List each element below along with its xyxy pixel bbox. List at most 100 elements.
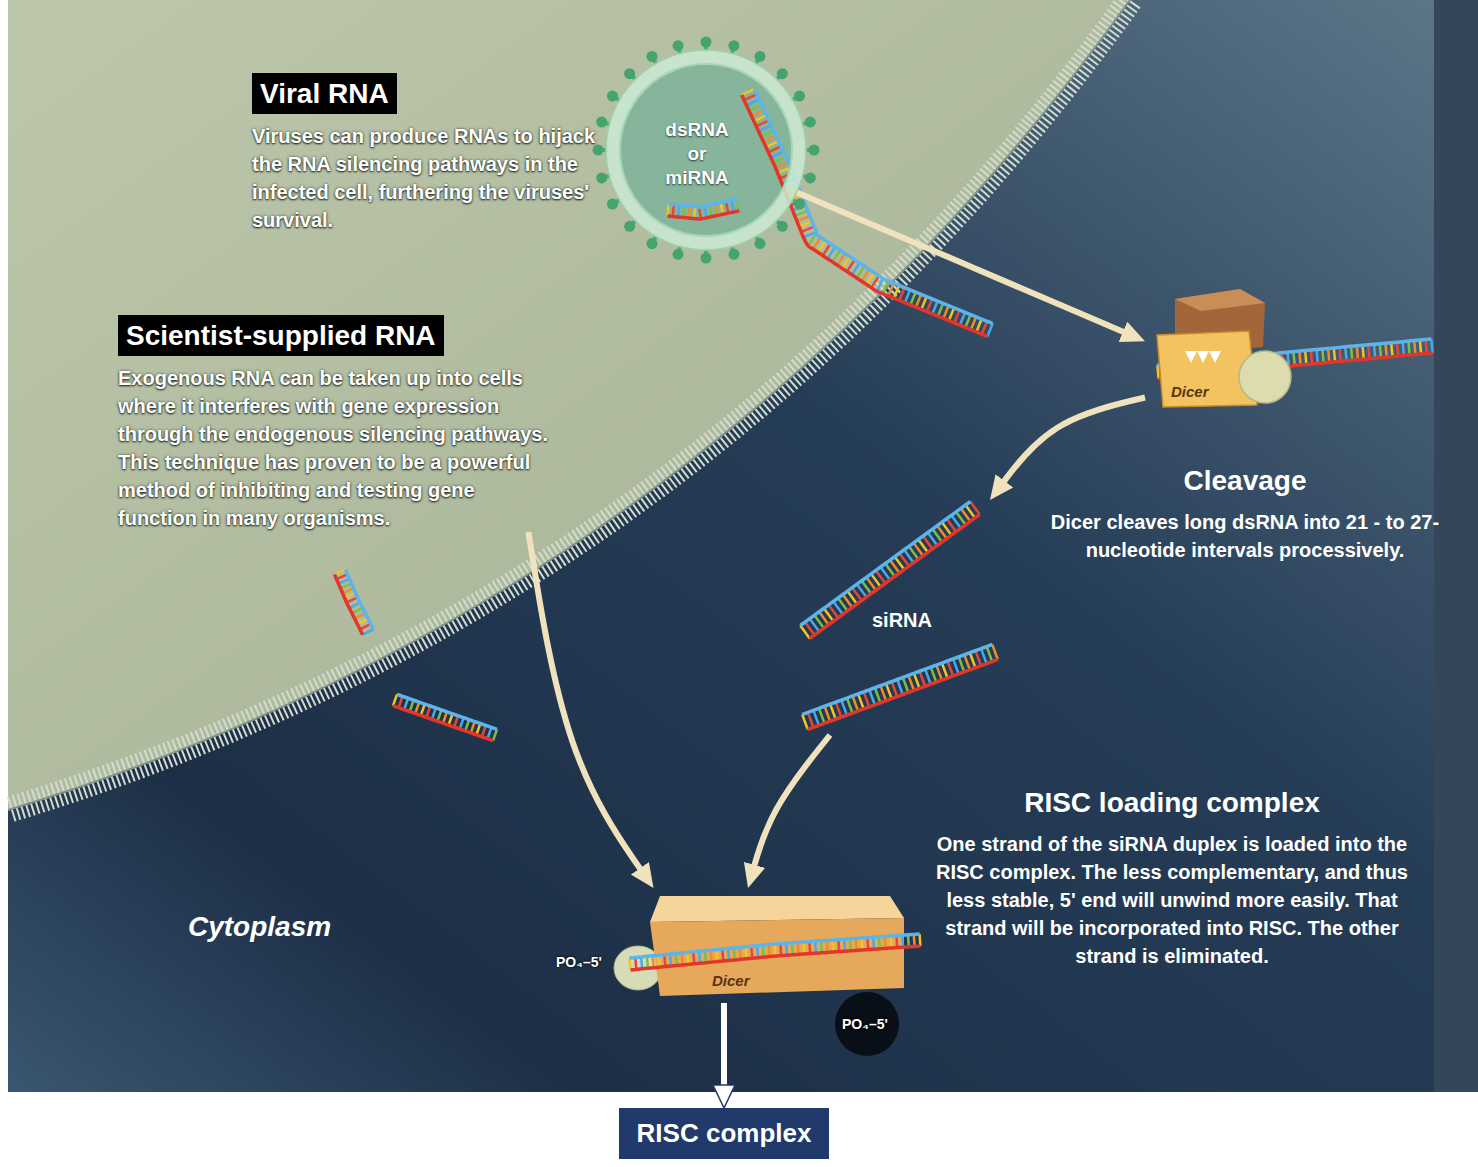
base-pair <box>954 310 959 323</box>
base-pair <box>888 283 893 296</box>
base-pair <box>393 694 397 705</box>
virus-spike <box>673 249 684 260</box>
base-pair <box>808 234 816 246</box>
virus-spike <box>755 51 766 62</box>
base-pair <box>801 227 814 232</box>
base-pair <box>948 661 954 676</box>
base-pair <box>340 584 351 589</box>
base-pair <box>914 673 920 688</box>
base-pair <box>761 131 774 137</box>
base-pair <box>964 655 970 670</box>
virus-spike <box>794 91 805 102</box>
rna-strand <box>800 502 970 626</box>
base-pair <box>943 306 948 319</box>
base-pair <box>920 671 926 686</box>
virus-spike <box>701 37 712 48</box>
base-pair <box>352 608 363 613</box>
base-pair <box>842 257 850 269</box>
rna-strand <box>397 694 497 729</box>
base-pair <box>869 690 875 705</box>
base-pair <box>493 729 497 740</box>
base-pair <box>1357 346 1358 360</box>
base-pair <box>704 206 706 218</box>
base-pair <box>813 710 819 725</box>
base-pair <box>864 692 870 707</box>
base-pair <box>1380 344 1381 358</box>
base-pair <box>1374 344 1375 358</box>
base-pair <box>334 570 345 575</box>
virus-spike <box>607 199 618 210</box>
base-pair <box>982 321 987 334</box>
virus-spike <box>728 40 739 51</box>
dicer-top <box>1175 289 1265 311</box>
base-pair <box>742 89 755 95</box>
base-pair <box>942 663 948 678</box>
rna-strand <box>629 934 919 958</box>
base-pair <box>715 204 717 216</box>
base-pair <box>757 946 758 958</box>
base-pair <box>1431 339 1432 353</box>
edge-strip <box>1434 0 1478 1092</box>
base-pair <box>751 946 752 958</box>
base-pair <box>992 644 998 659</box>
base-pair <box>1328 348 1329 362</box>
base-pair <box>693 952 694 964</box>
base-pair <box>756 120 769 126</box>
base-pair <box>678 205 679 217</box>
slab-outline <box>640 888 910 1003</box>
base-pair <box>1368 345 1369 359</box>
base-pair <box>357 619 368 624</box>
step-heading: Cleavage <box>1085 464 1405 498</box>
base-pair <box>853 696 859 711</box>
virus-particle: dsRNA or miRNA <box>606 50 806 250</box>
base-pair <box>349 603 360 608</box>
base-pair <box>970 653 976 668</box>
virus-spike <box>728 249 739 260</box>
base-pair <box>336 574 347 579</box>
base-pair <box>687 952 688 964</box>
rna-duplex <box>800 502 979 639</box>
node-title: dsRNA or miRNA <box>662 118 732 190</box>
base-pair <box>737 199 739 211</box>
base-pair <box>699 951 700 963</box>
node-title: siRNA <box>872 608 932 632</box>
base-pair <box>981 649 987 664</box>
base-pair <box>415 702 419 713</box>
connector-group <box>528 192 1145 1096</box>
step-description: Dicer cleaves long dsRNA into 21 - to 27… <box>1050 508 1440 564</box>
base-pair <box>970 502 979 515</box>
base-pair <box>1311 350 1312 364</box>
base-pair <box>482 725 486 736</box>
base-pair <box>908 675 914 690</box>
base-pair <box>689 206 690 218</box>
virus-spike <box>647 51 658 62</box>
base-pair <box>866 273 874 285</box>
pathway-arrow <box>721 1003 727 1096</box>
rna-duplex <box>629 934 920 970</box>
rna-duplex <box>802 644 998 729</box>
base-pair <box>847 698 853 713</box>
base-pair <box>749 105 762 111</box>
base-pair <box>773 157 786 163</box>
base-pair <box>799 221 812 226</box>
envelope-edge <box>620 64 792 236</box>
base-pair <box>910 292 915 305</box>
base-pair <box>1299 351 1300 365</box>
base-pair <box>1305 351 1306 365</box>
base-pair <box>476 724 480 735</box>
base-pair <box>699 207 701 219</box>
virus-spike <box>777 68 788 79</box>
base-pair <box>629 958 630 970</box>
pathway-arrow <box>528 532 646 878</box>
virus-envelope <box>613 57 799 243</box>
base-pair <box>682 953 683 965</box>
rna-strand <box>334 574 362 634</box>
base-pair <box>819 708 825 723</box>
virus-spike <box>624 221 635 232</box>
base-pair <box>1397 342 1398 356</box>
base-pair <box>751 110 764 116</box>
base-pair <box>1391 343 1392 357</box>
base-pair <box>1157 365 1158 379</box>
base-pair <box>342 588 353 593</box>
